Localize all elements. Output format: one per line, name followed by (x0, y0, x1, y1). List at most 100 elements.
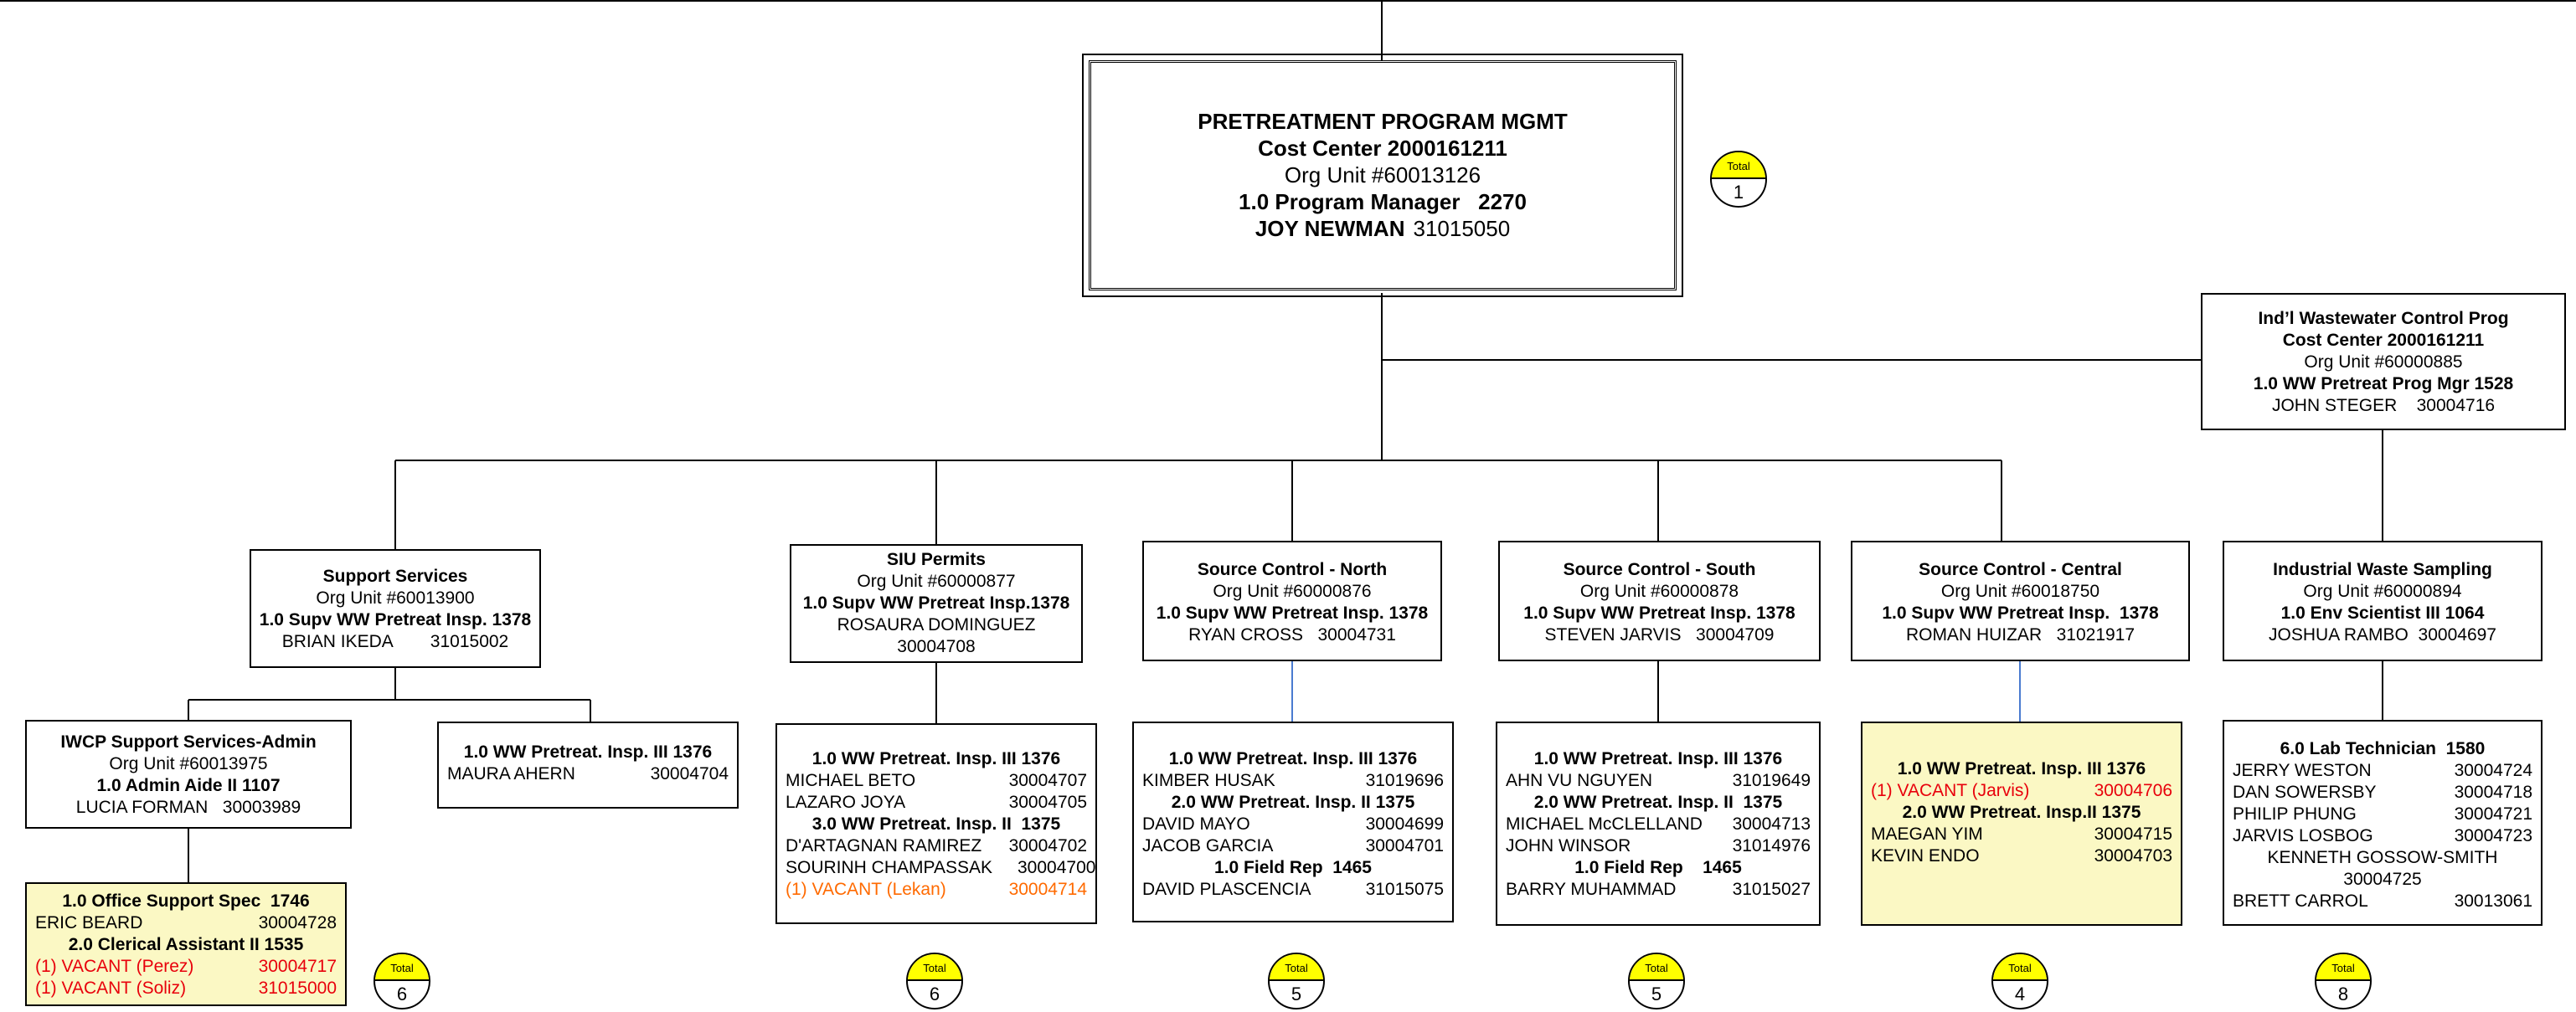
unit-siu-permits[interactable]: SIU Permits Org Unit #60000877 1.0 Supv … (790, 544, 1083, 663)
staff-id: 30004721 (2454, 804, 2532, 824)
staff-name: JARVIS LOSBOG (2233, 826, 2373, 845)
total-badge-source-control-central: Total 4 (1991, 953, 2048, 1009)
unit-title: Source Control - North (1197, 560, 1388, 579)
staff-row: MAURA AHERN 30004704 (447, 763, 729, 785)
position-heading: 1.0 WW Pretreat. Insp. III 1376 (1533, 749, 1783, 768)
top-box-pretreatment-program-mgmt[interactable]: PRETREATMENT PROGRAM MGMT Cost Center 20… (1082, 54, 1683, 297)
position-heading: 1.0 Office Support Spec 1746 (62, 891, 310, 911)
staff-name: LAZARO JOYA (786, 793, 906, 812)
top-position: 1.0 Program Manager 2270 (1239, 189, 1527, 214)
staff-name: JOHN WINSOR (1506, 836, 1631, 855)
unit-position: 1.0 Supv WW Pretreat Insp. 1378 (259, 610, 532, 629)
total-badge-support-services: Total 6 (374, 953, 430, 1009)
position-heading: 2.0 WW Pretreat. Insp. II 1375 (1171, 793, 1415, 812)
unit-person-id: 31015002 (430, 632, 509, 651)
staff-id: 30004699 (1365, 814, 1444, 834)
staff-id: 30004723 (2454, 826, 2532, 845)
staff-name: BARRY MUHAMMAD (1506, 880, 1677, 899)
unit-title: SIU Permits (887, 550, 986, 569)
unit-source-control-central[interactable]: Source Control - Central Org Unit #60018… (1851, 541, 2190, 661)
position-heading: 3.0 WW Pretreat. Insp. II 1375 (811, 814, 1061, 834)
staff-name: AHN VU NGUYEN (1506, 771, 1653, 790)
total-badge-top: Total 1 (1710, 151, 1767, 208)
staff-row: (1) VACANT (Perez)30004717 (35, 956, 337, 978)
indl-wastewater-control-box[interactable]: Ind’l Wastewater Control Prog Cost Cente… (2201, 293, 2566, 430)
position-heading: 2.0 WW Pretreat. Insp. II 1375 (1533, 793, 1783, 812)
staff-name: ERIC BEARD (35, 913, 143, 932)
unit-source-control-north[interactable]: Source Control - North Org Unit #6000087… (1142, 541, 1442, 661)
staff-id: 30004724 (2454, 761, 2532, 780)
total-badge-source-control-north: Total 5 (1268, 953, 1325, 1009)
staff-source-control-central-box[interactable]: 1.0 WW Pretreat. Insp. III 1376(1) VACAN… (1861, 722, 2182, 926)
staff-name: JACOB GARCIA (1142, 836, 1274, 855)
indl-person: JOHN STEGER 30004716 (2271, 396, 2496, 415)
iwcp-support-services-admin-box[interactable]: IWCP Support Services-Admin Org Unit #60… (25, 720, 352, 829)
staff-name: (1) VACANT (Lekan) (786, 880, 946, 899)
total-count: 4 (2014, 984, 2026, 1004)
top-title: PRETREATMENT PROGRAM MGMT (1198, 109, 1568, 134)
staff-id: 30013061 (2454, 891, 2532, 911)
unit-support-services[interactable]: Support Services Org Unit #60013900 1.0 … (250, 549, 541, 668)
total-badge-industrial-waste-sampling: Total 8 (2315, 953, 2372, 1009)
total-label: Total (375, 954, 429, 981)
staff-row: (1) VACANT (Jarvis)30004706 (1871, 780, 2172, 802)
staff-id: 30004701 (1365, 836, 1444, 855)
staff-id: 31015027 (1732, 880, 1811, 899)
staff-name: MAURA AHERN (447, 764, 575, 783)
admin-org: Org Unit #60013975 (109, 754, 268, 773)
position-heading: 2.0 Clerical Assistant II 1535 (68, 935, 304, 954)
staff-id: 30004714 (1008, 880, 1087, 899)
unit-position: 1.0 Supv WW Pretreat Insp. 1378 (1882, 604, 2159, 623)
unit-person: STEVEN JARVIS 30004709 (1544, 625, 1775, 645)
total-count: 5 (1291, 984, 1302, 1004)
staff-row: AHN VU NGUYEN 31019649 (1506, 770, 1811, 792)
unit-org: Org Unit #60000878 (1579, 582, 1739, 601)
staff-row: JARVIS LOSBOG 30004723 (2233, 825, 2532, 847)
staff-id: 30004718 (2454, 783, 2532, 802)
admin-title: IWCP Support Services-Admin (60, 732, 317, 752)
staff-id: 31019649 (1732, 771, 1811, 790)
staff-row: (1) VACANT (Soliz)31015000 (35, 978, 337, 999)
unit-source-control-south[interactable]: Source Control - South Org Unit #6000087… (1498, 541, 1821, 661)
position-heading: 1.0 Field Rep 1465 (1574, 858, 1742, 877)
total-count: 1 (1733, 182, 1744, 203)
staff-id: 30004704 (650, 764, 729, 783)
indl-org-unit: Org Unit #60000885 (2304, 352, 2463, 372)
staff-id: 30004707 (1008, 771, 1087, 790)
top-org-unit: Org Unit #60013126 (1284, 162, 1481, 188)
unit-org: Org Unit #60000877 (857, 572, 1016, 591)
top-person-id: 31015050 (1413, 216, 1511, 241)
position-heading: 1.0 WW Pretreat. Insp. III 1376 (1168, 749, 1418, 768)
staff-name: SOURINH CHAMPASSAK (786, 858, 992, 877)
position-heading: 2.0 WW Pretreat. Insp.II 1375 (1902, 803, 2141, 822)
staff-name: KIMBER HUSAK (1142, 771, 1275, 790)
total-count: 5 (1651, 984, 1662, 1004)
unit-org: Org Unit #60013900 (316, 588, 475, 608)
staff-name: MICHAEL BETO (786, 771, 916, 790)
staff-name: DAN SOWERSBY (2233, 783, 2377, 802)
admin-position: 1.0 Admin Aide II 1107 (96, 776, 281, 795)
top-cost-center: Cost Center 2000161211 (1258, 136, 1507, 161)
staff-name: (1) VACANT (Soliz) (35, 979, 187, 998)
unit-org: Org Unit #60000894 (2303, 582, 2462, 601)
unit-industrial-waste-sampling[interactable]: Industrial Waste Sampling Org Unit #6000… (2223, 541, 2543, 661)
staff-id: 30004713 (1732, 814, 1811, 834)
